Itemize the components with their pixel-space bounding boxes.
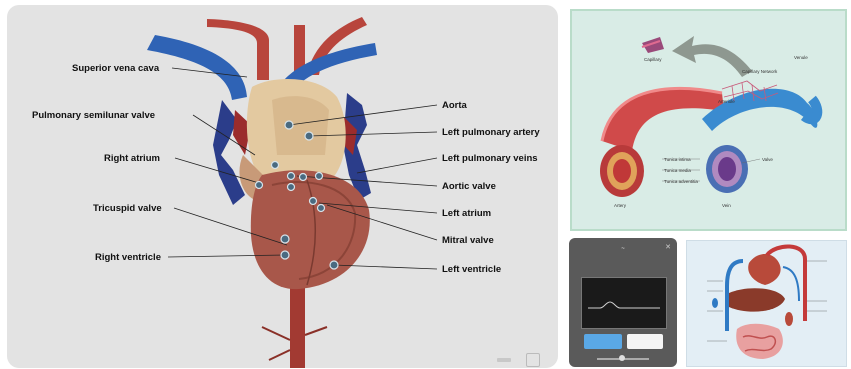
hotspot-right-atrium[interactable] bbox=[256, 182, 263, 189]
hotspot-right-ventricle[interactable] bbox=[281, 235, 289, 243]
heart-3d-viewer[interactable]: Superior vena cava Pulmonary semilunar v… bbox=[7, 5, 558, 368]
label-capillary: Capillary bbox=[644, 57, 662, 62]
circulation-diagram bbox=[686, 240, 847, 367]
hotspot-pulmonary-semilunar-valve[interactable] bbox=[272, 162, 279, 169]
hotspot-aorta[interactable] bbox=[285, 121, 293, 129]
hotspot-left-pulmonary-artery[interactable] bbox=[305, 132, 313, 140]
hotspot-valve-2[interactable] bbox=[300, 174, 307, 181]
secondary-toggle-button[interactable] bbox=[627, 334, 663, 349]
label-pulmonary-semilunar-valve: Pulmonary semilunar valve bbox=[32, 110, 155, 121]
label-aortic-valve: Aortic valve bbox=[442, 181, 496, 192]
hotspot-left-ventricle[interactable] bbox=[330, 261, 338, 269]
control-window: ~ ✕ bbox=[569, 238, 677, 367]
fullscreen-button[interactable] bbox=[526, 353, 540, 367]
label-tricuspid-valve: Tricuspid valve bbox=[93, 203, 162, 214]
label-tunica-media: Tunica media bbox=[664, 168, 691, 173]
label-venule: Venule bbox=[794, 55, 808, 60]
label-left-ventricle: Left ventricle bbox=[442, 264, 501, 275]
label-tunica-externa: Tunica adventitia bbox=[664, 179, 698, 184]
label-superior-vena-cava: Superior vena cava bbox=[72, 63, 160, 74]
hotspot-right-ventricle-lower[interactable] bbox=[281, 251, 289, 259]
heart-model[interactable]: Superior vena cava Pulmonary semilunar v… bbox=[7, 5, 558, 368]
primary-toggle-button[interactable] bbox=[584, 334, 622, 349]
label-right-atrium: Right atrium bbox=[104, 153, 160, 164]
label-left-pulmonary-artery: Left pulmonary artery bbox=[442, 127, 540, 138]
label-artery: Artery bbox=[614, 203, 627, 208]
flow-arrow bbox=[672, 36, 752, 77]
label-left-atrium: Left atrium bbox=[442, 208, 491, 219]
label-arteriole: Arteriole bbox=[718, 99, 735, 104]
label-tunica-intima: Tunica intima bbox=[664, 157, 691, 162]
label-vein: Vein bbox=[722, 203, 731, 208]
signal-display bbox=[581, 277, 667, 329]
hotspot-tricuspid-valve[interactable] bbox=[288, 184, 295, 191]
hotspot-left-pulmonary-veins[interactable] bbox=[316, 173, 323, 180]
label-capillary-network: Capillary Network bbox=[742, 69, 778, 74]
label-left-pulmonary-veins: Left pulmonary veins bbox=[442, 153, 538, 164]
label-aorta: Aorta bbox=[442, 100, 468, 111]
hotspot-left-atrium[interactable] bbox=[310, 198, 317, 205]
label-right-ventricle: Right ventricle bbox=[95, 252, 161, 263]
hotspot-mitral-valve[interactable] bbox=[318, 205, 325, 212]
zoom-control[interactable] bbox=[497, 358, 511, 362]
label-valve: Valve bbox=[762, 157, 773, 162]
label-mitral-valve: Mitral valve bbox=[442, 235, 494, 246]
hotspot-aortic-valve[interactable] bbox=[288, 173, 295, 180]
window-title: ~ bbox=[569, 246, 677, 252]
close-icon[interactable]: ✕ bbox=[665, 243, 671, 251]
slider-knob[interactable] bbox=[619, 355, 625, 361]
blood-vessel-diagram: Capillary Artery Vein Tunica intima Tuni… bbox=[570, 9, 847, 231]
